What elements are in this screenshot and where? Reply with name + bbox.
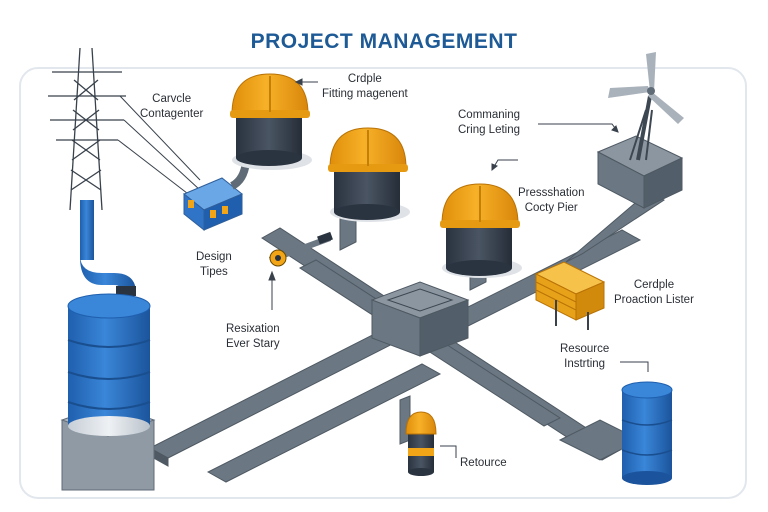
label-cerdple-proaction-lister: Cerdple Proaction Lister <box>614 278 694 308</box>
label-resource-instrting: Resource Instrting <box>560 342 609 372</box>
lumber-crate <box>534 261 606 330</box>
control-box <box>183 158 260 232</box>
leader-lines <box>268 78 649 458</box>
label-design-tipes: Design Tipes <box>196 250 232 280</box>
label-line: Proaction Lister <box>614 294 694 306</box>
diagram-frame <box>19 67 747 499</box>
label-line: Retource <box>460 457 507 469</box>
label-line: Resixation <box>226 323 280 335</box>
label-line: Contagenter <box>140 108 204 120</box>
label-line: Cring Leting <box>458 124 521 136</box>
label-line: Cocty Pier <box>524 202 578 214</box>
valve-icon <box>268 231 333 267</box>
label-commaning-cring-leting: Commaning Cring Leting <box>458 108 520 138</box>
wind-turbine <box>596 52 684 209</box>
blue-feed-pipe <box>80 200 136 296</box>
label-line: Resource <box>560 343 610 355</box>
label-line: Carvcle <box>152 93 192 105</box>
power-tower <box>48 47 201 211</box>
label-resixation-ever-stary: Resixation Ever Stary <box>226 322 280 352</box>
page-title: PROJECT MANAGEMENT <box>250 30 518 53</box>
left-blue-tank <box>60 293 156 491</box>
label-line: Ever Stary <box>226 338 280 350</box>
label-line: Pressshation <box>518 187 585 199</box>
label-line: Commaning <box>458 109 520 121</box>
central-junction-box <box>370 281 470 357</box>
helmet-tank-2 <box>328 127 410 222</box>
label-line: Instrting <box>564 358 606 370</box>
helmet-tank-3 <box>440 183 522 278</box>
small-resource-tank <box>405 411 437 476</box>
label-line: Fitting magenent <box>322 88 408 100</box>
label-line: Crdple <box>347 73 382 85</box>
label-line: Cerdple <box>633 279 675 291</box>
label-fitting-magenent: Crdple Fitting magenent <box>322 72 408 102</box>
label-carvcle-contagenter: Carvcle Contagenter <box>140 92 203 122</box>
label-retource: Retource <box>460 456 507 471</box>
label-line: Design <box>196 251 232 263</box>
label-pressshation-cocty-pier: Pressshation Cocty Pier <box>518 186 584 216</box>
helmet-tank-1 <box>230 73 312 170</box>
label-line: Tipes <box>200 266 228 278</box>
right-blue-tank <box>621 381 673 485</box>
